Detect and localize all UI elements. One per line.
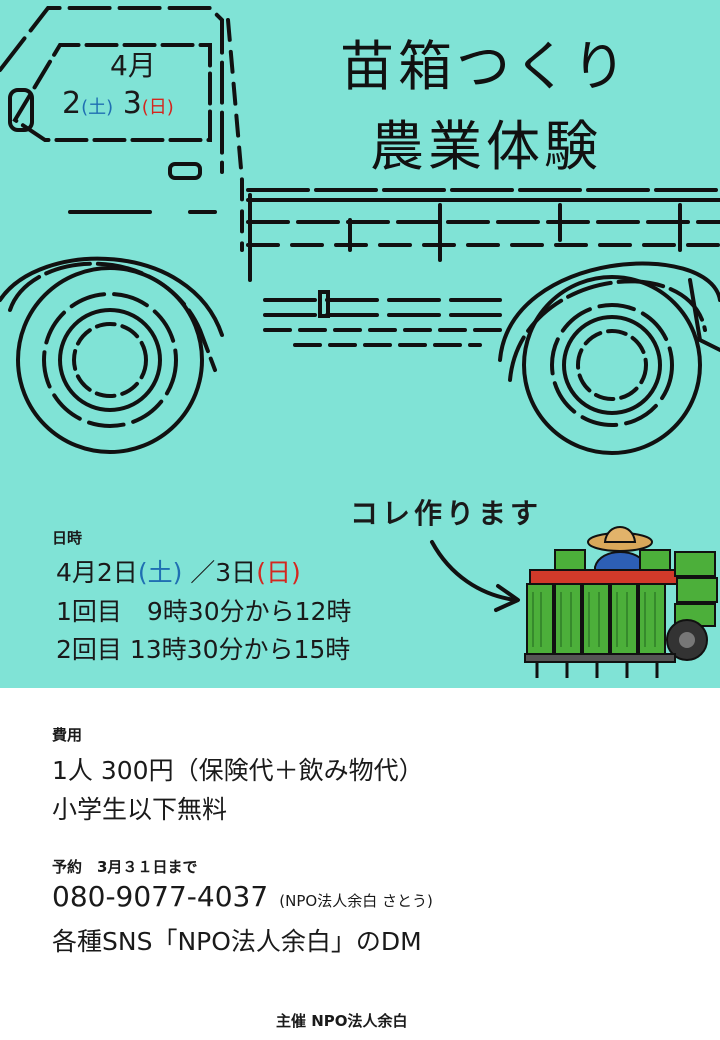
schedule-dates: 4月2日(土) ／3日(日) <box>56 553 301 589</box>
date-badge-day2: 3 <box>122 86 142 121</box>
schedule-date-prefix: 4月2日 <box>56 558 138 587</box>
schedule-session2: 2回目 13時30分から15時 <box>56 635 351 664</box>
schedule-label: 日時 <box>52 529 83 547</box>
cost-line2: 小学生以下無料 <box>52 795 228 824</box>
reservation-phone-row: 080-9077-4037 (NPO法人余白 さとう) <box>52 880 433 913</box>
cost-label: 費用 <box>52 726 83 744</box>
schedule-separator: ／3日 <box>190 558 257 587</box>
reservation-phone[interactable]: 080-9077-4037 <box>52 880 269 913</box>
date-badge-day2-weekday: (日) <box>141 97 174 118</box>
schedule-saturday: (土) <box>137 558 183 587</box>
title-line2: 農業体験 <box>370 115 602 178</box>
reservation-sns: 各種SNS「NPO法人余白」のDM <box>52 927 422 956</box>
organizer: 主催 NPO法人余白 <box>276 1012 408 1030</box>
arrow-icon <box>430 540 520 612</box>
date-badge-day1: 2 <box>62 86 82 121</box>
illustration-caption: コレ作ります <box>350 497 543 530</box>
schedule-sunday: (日) <box>256 558 301 587</box>
poster-top-panel: 4月 2(土) 3(日) 苗箱つくり 農業体験 コレ作ります <box>0 0 720 688</box>
reservation-label: 予約 3月３１日まで <box>52 858 198 876</box>
title-line1: 苗箱つくり <box>340 35 630 98</box>
truck-outline-illustration <box>0 6 720 455</box>
reservation-phone-note: (NPO法人余白 さとう) <box>279 892 433 910</box>
date-badge-month: 4月 <box>110 49 156 82</box>
cost-line1: 1人 300円（保険代＋飲み物代） <box>52 756 424 785</box>
seedling-planter-illustration <box>524 526 718 678</box>
schedule-session1: 1回目 9時30分から12時 <box>56 597 352 626</box>
date-badge-day1-weekday: (土) <box>81 97 114 118</box>
date-badge-days: 2(土) 3(日) <box>62 86 174 121</box>
